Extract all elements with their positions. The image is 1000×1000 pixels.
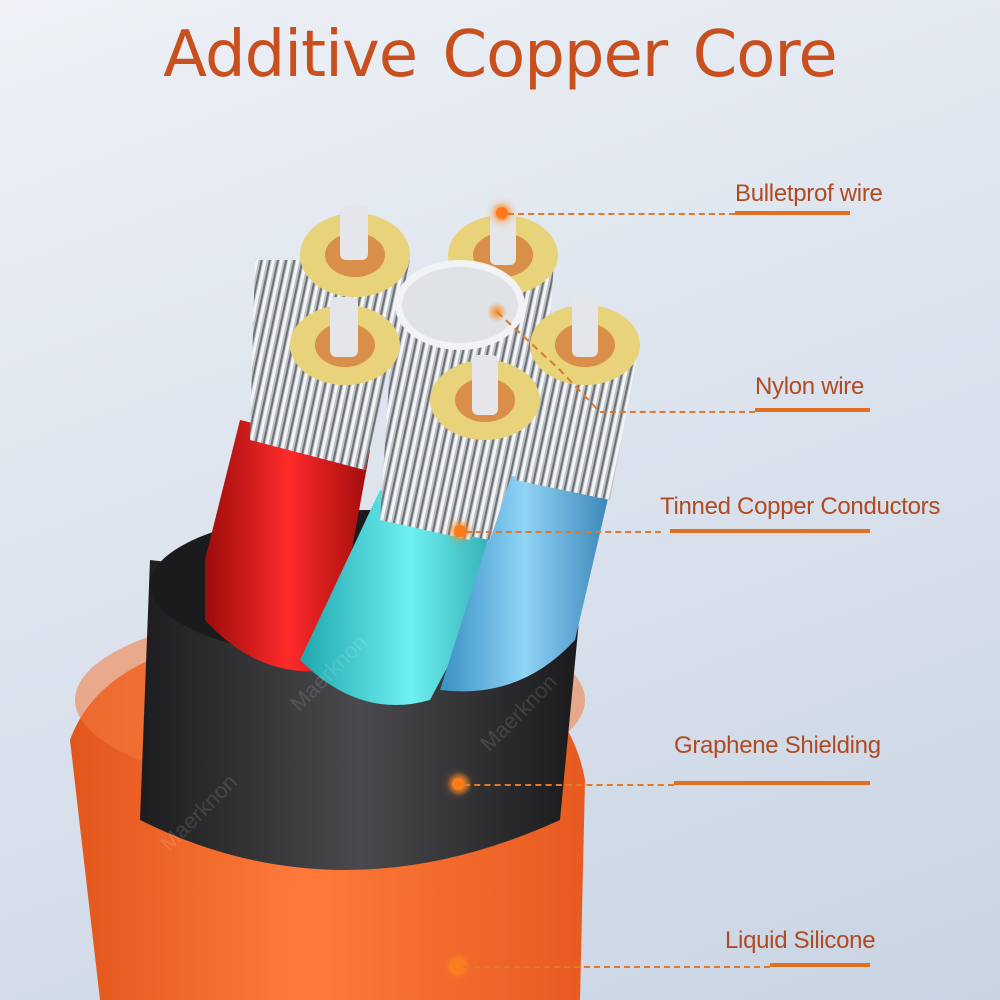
liquid-silicone-leader <box>464 966 770 968</box>
liquid-silicone-label: Liquid Silicone <box>725 927 876 954</box>
blue-insulated-wire <box>440 470 610 692</box>
liquid-silicone-marker <box>452 960 464 972</box>
page-title: Additive Copper Core <box>163 18 837 92</box>
tinned-copper-label: Tinned Copper Conductors <box>660 493 941 520</box>
conductor-tops <box>290 205 640 440</box>
nylon-wire-underline <box>755 408 870 412</box>
bulletproof-wire-marker <box>496 207 508 219</box>
bulletproof-wire-underline <box>735 211 850 215</box>
nylon-wire-label: Nylon wire <box>755 373 865 400</box>
tinned-copper-leader <box>466 531 661 533</box>
graphene-shielding-label: Graphene Shielding <box>674 732 881 759</box>
bulletproof-wire-label: Bulletprof wire <box>735 180 883 207</box>
liquid-silicone-underline <box>770 963 870 967</box>
cyan-insulated-wire <box>300 490 520 705</box>
graphene-shielding-marker <box>452 778 464 790</box>
tinned-copper-underline <box>670 529 870 533</box>
tinned-copper-marker <box>454 525 466 537</box>
nylon-wire-leader <box>600 411 755 413</box>
bulletproof-wire-leader <box>508 213 735 215</box>
graphene-shielding-leader <box>464 784 674 786</box>
graphene-shielding-underline <box>674 781 870 785</box>
